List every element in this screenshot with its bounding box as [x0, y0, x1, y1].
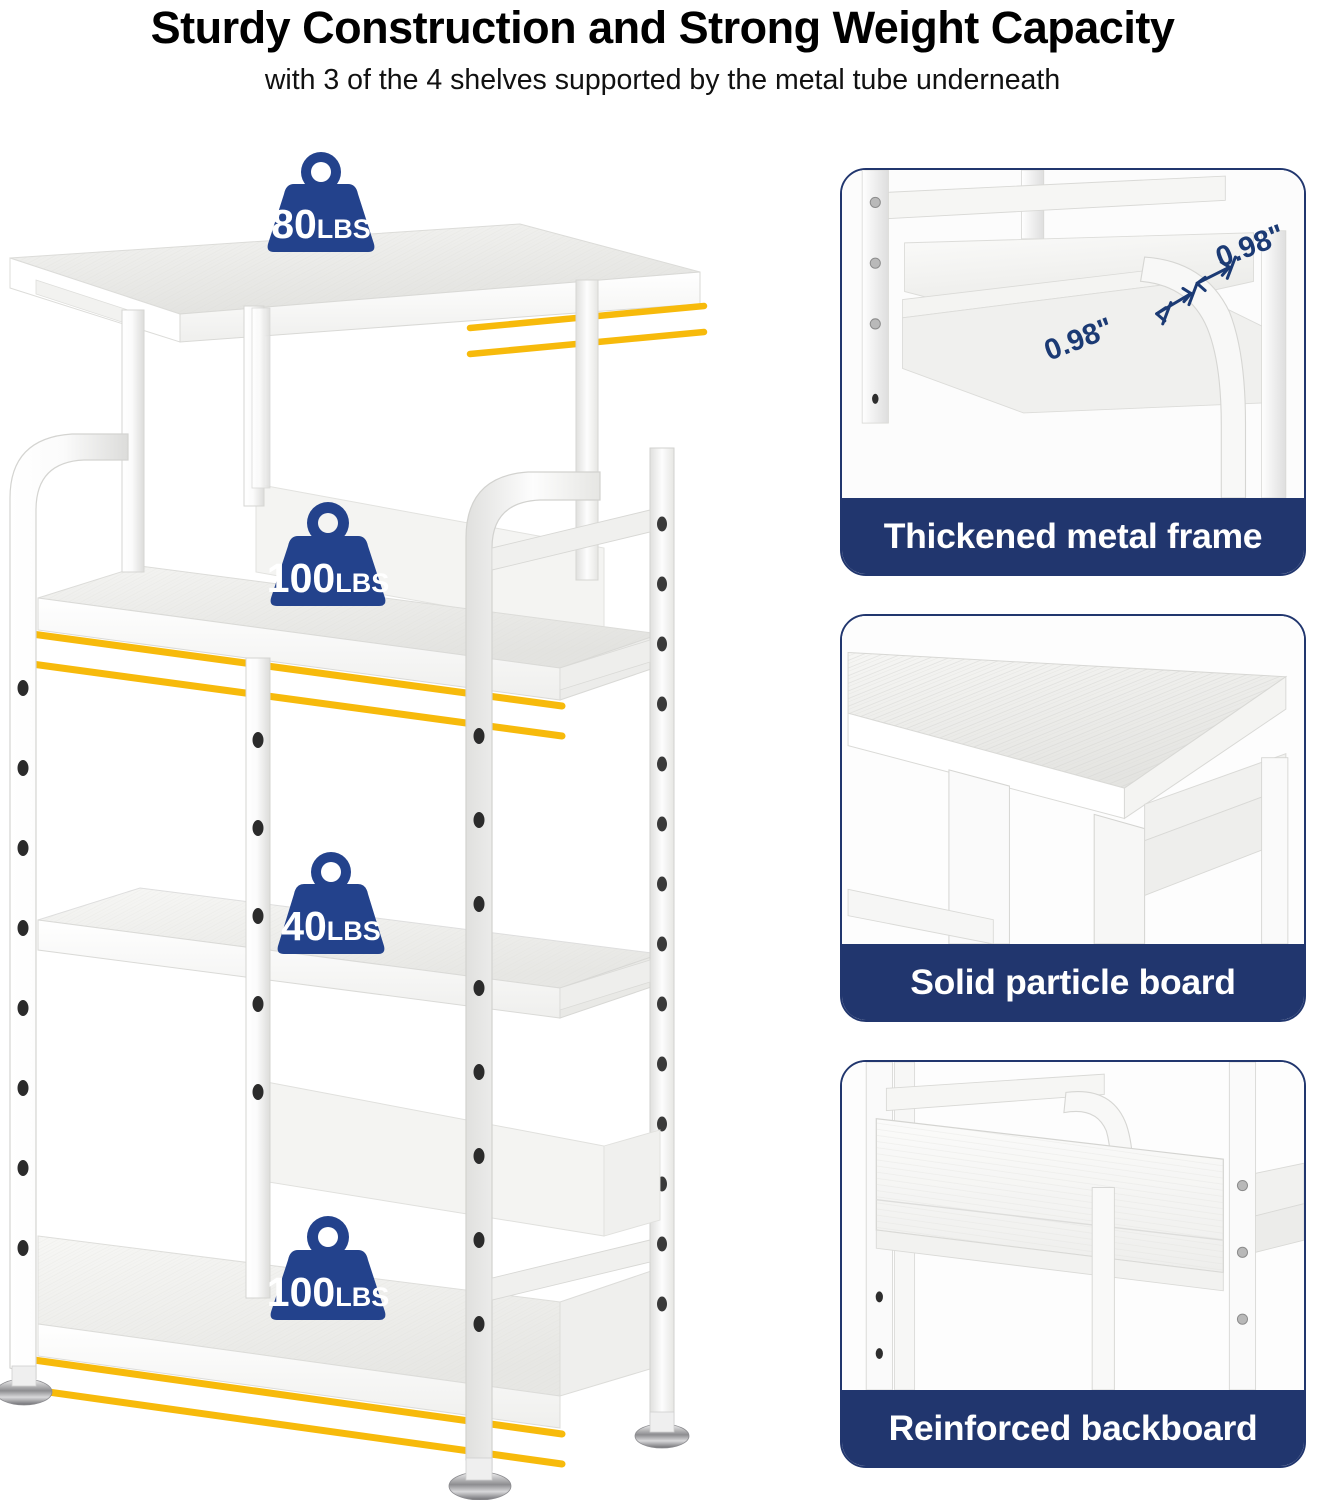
weight-body-icon [267, 184, 375, 252]
weight-unit: LBS [335, 568, 389, 598]
weight-badge-second-shelf: 100LBS [248, 498, 408, 610]
curved-tube [1139, 256, 1247, 498]
feature-caption-metal-frame: Thickened metal frame [842, 498, 1304, 574]
dimension-callouts [1155, 255, 1237, 326]
weight-unit: LBS [335, 1282, 389, 1312]
adjust-holes-front-right [473, 728, 485, 1332]
page-title: Sturdy Construction and Strong Weight Ca… [150, 2, 1175, 53]
weight-badge-bottom-shelf: 100LBS [248, 1212, 408, 1324]
feature-panel-backboard: Reinforced backboard [840, 1060, 1306, 1468]
adjust-holes-center [252, 732, 264, 1100]
svg-text:100LBS: 100LBS [267, 555, 389, 601]
backboard-photo [842, 1062, 1304, 1390]
weight-body-icon [270, 536, 386, 606]
weight-ring-icon [301, 152, 341, 192]
weight-unit: LBS [327, 916, 381, 946]
adjust-holes-front-left [17, 680, 29, 1256]
particle-board-photo [842, 616, 1304, 944]
leveling-feet [0, 1365, 690, 1500]
center-post [245, 657, 271, 1299]
feature-caption-backboard: Reinforced backboard [842, 1390, 1304, 1466]
backboard-right-segment [603, 1129, 661, 1237]
front-left-post [9, 433, 129, 1379]
weight-ring-icon [307, 502, 349, 544]
svg-text:100LBS: 100LBS [267, 1269, 389, 1315]
back-right-post [649, 447, 675, 1429]
front-right-post [465, 471, 601, 1471]
heading-block: Sturdy Construction and Strong Weight Ca… [0, 0, 1325, 97]
weight-body-icon [270, 1250, 386, 1320]
metal-frame-photo: 0.98" 0.98" [842, 170, 1304, 498]
adjust-holes-back-right [657, 516, 667, 1312]
weight-ring-icon [307, 1216, 349, 1258]
weight-body-icon [277, 884, 385, 954]
weight-value: 100 [267, 555, 335, 601]
weight-unit: LBS [317, 214, 371, 244]
feature-panel-particle-board: Solid particle board [840, 614, 1306, 1022]
svg-text:40LBS: 40LBS [281, 903, 381, 949]
side-rails [491, 509, 651, 1301]
page-subtitle: with 3 of the 4 shelves supported by the… [264, 64, 1061, 97]
weight-ring-icon [311, 852, 351, 892]
weight-value: 100 [267, 1269, 335, 1315]
weight-badge-top-shelf: 80LBS [246, 148, 396, 256]
adjust-holes-left [875, 1291, 883, 1360]
weight-value: 40 [281, 903, 327, 949]
weight-value: 80 [271, 201, 317, 247]
top-right-post [575, 279, 599, 581]
back-left-post [251, 307, 271, 489]
feature-caption-particle-board: Solid particle board [842, 944, 1304, 1020]
feature-panel-metal-frame: 0.98" 0.98" Thickened metal frame [840, 168, 1306, 576]
weight-badge-third-shelf: 40LBS [256, 848, 406, 958]
svg-text:80LBS: 80LBS [271, 201, 371, 247]
